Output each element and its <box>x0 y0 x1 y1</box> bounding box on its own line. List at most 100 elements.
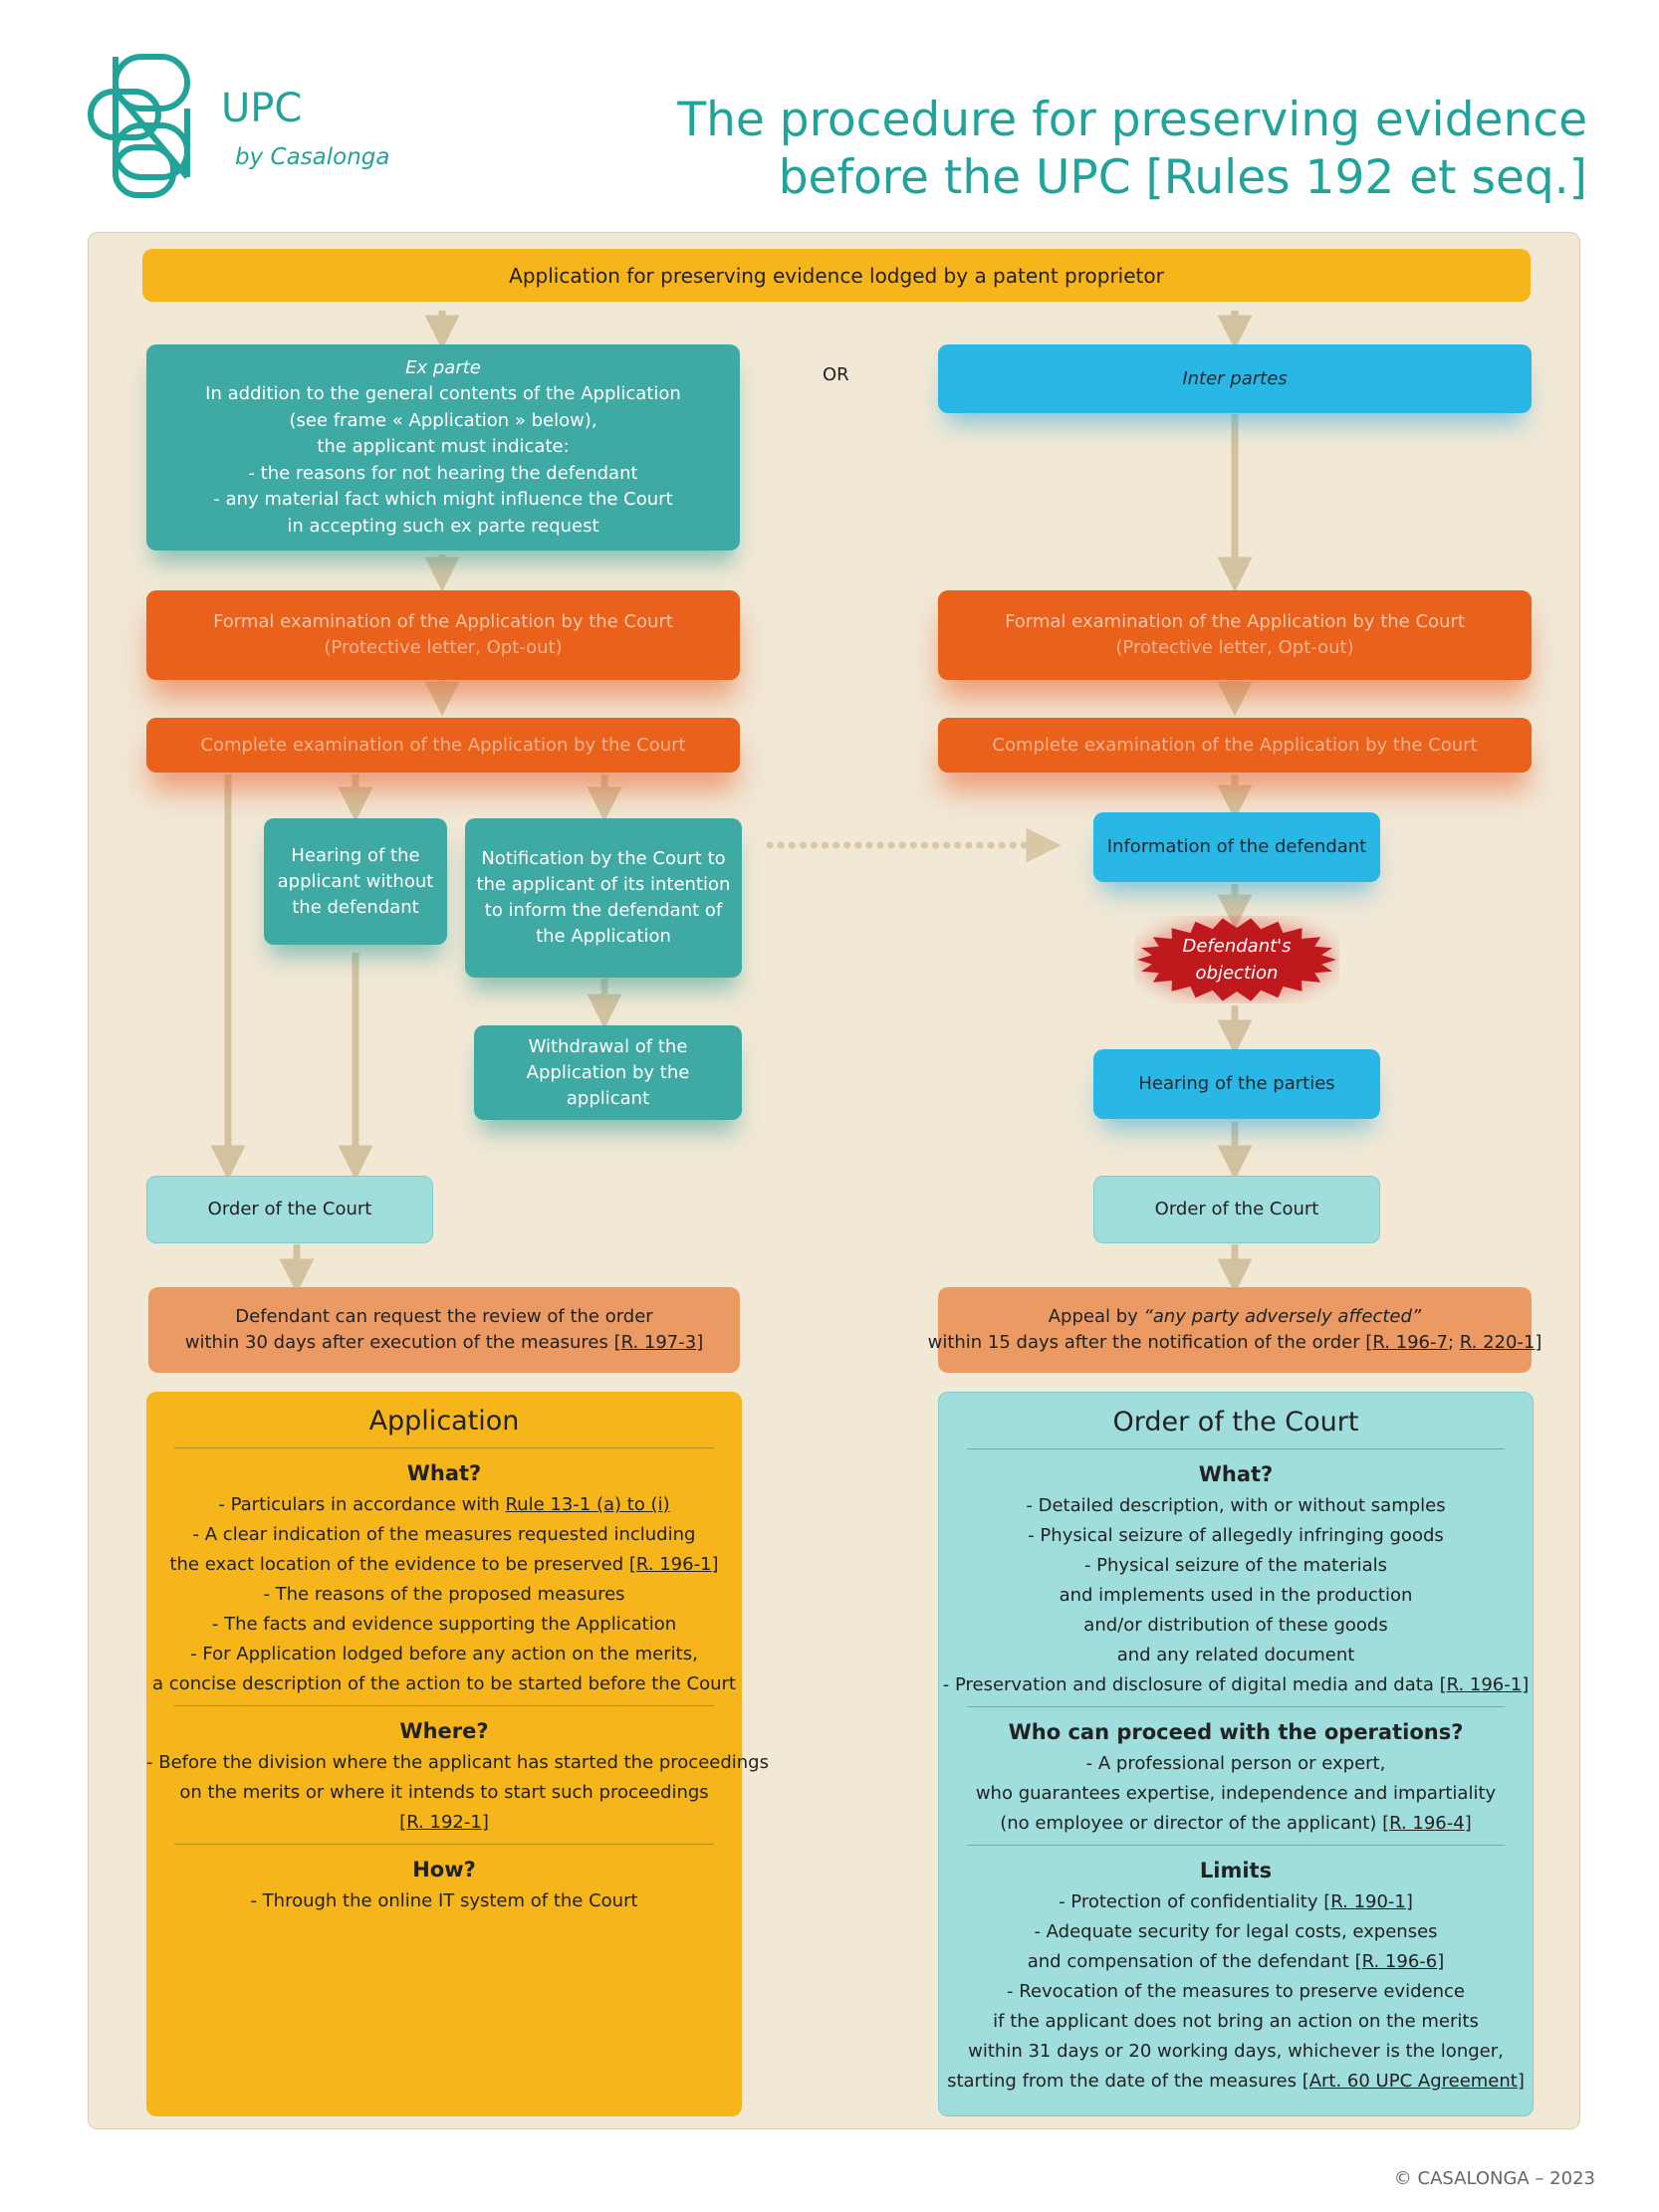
page-title: The procedure for preserving evidence be… <box>677 92 1587 207</box>
how-heading: How? <box>412 1858 476 1881</box>
notification-box: Notification by the Court to the applica… <box>465 818 742 978</box>
appeal-text: ; <box>1447 1332 1460 1353</box>
order-who-line: (no employee or director of the applican… <box>939 1809 1533 1839</box>
rule-link[interactable]: R. 196-7 <box>1372 1332 1448 1353</box>
application-what-line: - The facts and evidence supporting the … <box>211 1614 677 1635</box>
order-limits-line: - Adequate security for legal costs, exp… <box>1034 1921 1438 1942</box>
text: [ <box>399 1812 407 1833</box>
notification-line: to inform the defendant of <box>484 900 723 921</box>
order-frame: Order of the Court What? - Detailed desc… <box>938 1392 1534 2116</box>
text: ] <box>1517 2071 1525 2092</box>
ex-parte-line: the applicant must indicate: <box>317 436 570 458</box>
divider <box>174 1844 714 1845</box>
rule-link[interactable]: R. 192-1 <box>406 1812 482 1833</box>
logo-name: UPC <box>221 86 303 131</box>
limits-heading: Limits <box>1199 1859 1273 1882</box>
formal-exam-right-box: Formal examination of the Application by… <box>938 590 1532 680</box>
application-what-line: - Particulars in accordance with Rule 13… <box>146 1490 742 1520</box>
divider <box>174 1447 714 1448</box>
application-frame: Application What? - Particulars in accor… <box>146 1392 769 2116</box>
application-lodged-text: Application for preserving evidence lodg… <box>509 263 1164 288</box>
notification-line: Notification by the Court to <box>481 848 726 869</box>
ex-parte-line: (see frame « Application » below), <box>289 409 597 431</box>
where-heading: Where? <box>399 1719 489 1743</box>
order-what-line: and/or distribution of these goods <box>1083 1615 1388 1636</box>
order-limits-line: and compensation of the defendant [R. 19… <box>939 1947 1533 1977</box>
order-frame-title: Order of the Court <box>1112 1407 1359 1438</box>
text: (no employee or director of the applican… <box>1000 1813 1390 1834</box>
order-court-text: Order of the Court <box>207 1199 372 1219</box>
text: ] <box>1522 1674 1530 1695</box>
order-who-line: - A professional person or expert, <box>1085 1753 1386 1774</box>
divider <box>967 1845 1505 1846</box>
appeal-text: within 15 days after the notification of… <box>927 1332 1373 1353</box>
formal-exam-note: (Protective letter, Opt-out) <box>1115 637 1354 658</box>
or-label: OR <box>823 364 849 385</box>
appeal-text: ] <box>1535 1332 1542 1353</box>
withdrawal-line: applicant <box>566 1087 650 1109</box>
hearing-applicant-line: the defendant <box>292 896 419 918</box>
title-line-1: The procedure for preserving evidence <box>677 93 1587 147</box>
ex-parte-line: In addition to the general contents of t… <box>205 383 681 405</box>
objection-burst-icon <box>1137 918 1336 1001</box>
divider <box>967 1448 1505 1449</box>
application-what-line: - A clear indication of the measures req… <box>192 1524 696 1545</box>
order-court-text: Order of the Court <box>1154 1199 1319 1219</box>
title-line-2: before the UPC [Rules 192 et seq.] <box>778 150 1587 205</box>
application-how-line: - Through the online IT system of the Co… <box>250 1890 638 1911</box>
rule-link[interactable]: R. 220-1 <box>1459 1332 1536 1353</box>
hearing-applicant-line: Hearing of the <box>291 844 420 866</box>
objection-label: Defendant's objection <box>1134 916 1339 1003</box>
text: the exact location of the evidence to be… <box>169 1554 636 1575</box>
review-box: Defendant can request the review of the … <box>148 1287 740 1373</box>
who-heading: Who can proceed with the operations? <box>1008 1720 1464 1744</box>
rule-link[interactable]: R. 196-6 <box>1361 1951 1438 1972</box>
order-what-line: - Detailed description, with or without … <box>1026 1495 1446 1516</box>
rule-link[interactable]: R. 197-3 <box>620 1332 697 1353</box>
complete-exam-text: Complete examination of the Application … <box>200 734 686 756</box>
review-line: Defendant can request the review of the … <box>235 1306 653 1327</box>
inter-partes-title: Inter partes <box>1182 367 1288 389</box>
order-court-right-box: Order of the Court <box>1093 1176 1380 1243</box>
order-limits-line: - Revocation of the measures to preserve… <box>1007 1981 1465 2002</box>
text: ] <box>1464 1813 1472 1834</box>
review-text: ] <box>696 1332 704 1353</box>
appeal-line-1: Appeal by “any party adversely affected” <box>1049 1304 1422 1330</box>
order-limits-line: if the applicant does not bring an actio… <box>993 2011 1479 2032</box>
information-defendant-text: Information of the defendant <box>1106 836 1367 857</box>
text: - Particulars in accordance with <box>218 1494 506 1515</box>
rule-link[interactable]: R. 196-4 <box>1389 1813 1465 1834</box>
rule-link[interactable]: Art. 60 UPC Agreement <box>1308 2071 1518 2092</box>
notification-line: the applicant of its intention <box>476 874 731 895</box>
order-what-line: and implements used in the production <box>1059 1585 1413 1606</box>
ex-parte-title: Ex parte <box>405 356 481 378</box>
rule-link[interactable]: R. 196-1 <box>635 1554 712 1575</box>
application-where-line: - Before the division where the applican… <box>146 1752 769 1773</box>
information-defendant-box: Information of the defendant <box>1093 812 1380 882</box>
ex-parte-line: - any material fact which might influenc… <box>213 489 673 511</box>
text: - Preservation and disclosure of digital… <box>942 1674 1447 1695</box>
what-heading: What? <box>1198 1462 1274 1486</box>
rule-link[interactable]: Rule 13-1 (a) to (i) <box>505 1494 670 1515</box>
rule-link[interactable]: R. 190-1 <box>1330 1891 1406 1912</box>
application-what-line: a concise description of the action to b… <box>152 1673 736 1694</box>
complete-exam-left-box: Complete examination of the Application … <box>146 718 740 773</box>
logo-sub: by Casalonga <box>235 144 390 170</box>
text: starting from the date of the measures [ <box>947 2071 1309 2092</box>
order-limits-line: - Protection of confidentiality [R. 190-… <box>939 1887 1533 1917</box>
order-limits-line: within 31 days or 20 working days, which… <box>968 2041 1504 2062</box>
rule-link[interactable]: R. 196-1 <box>1446 1674 1523 1695</box>
order-what-line: - Physical seizure of allegedly infringi… <box>1028 1525 1444 1546</box>
text: ] <box>481 1812 489 1833</box>
application-where-line: [R. 192-1] <box>146 1808 742 1838</box>
review-line-2: within 30 days after execution of the me… <box>185 1330 704 1356</box>
application-what-line: - The reasons of the proposed measures <box>263 1584 625 1605</box>
divider <box>967 1706 1505 1707</box>
order-who-line: who guarantees expertise, independence a… <box>975 1783 1497 1804</box>
ex-parte-line: in accepting such ex parte request <box>287 515 599 537</box>
withdrawal-line: Withdrawal of the <box>528 1035 688 1057</box>
application-what-line: the exact location of the evidence to be… <box>146 1550 742 1580</box>
ex-parte-box: Ex parte In addition to the general cont… <box>146 344 740 551</box>
complete-exam-right-box: Complete examination of the Application … <box>938 718 1532 773</box>
withdrawal-box: Withdrawal of the Application by the app… <box>474 1025 742 1120</box>
